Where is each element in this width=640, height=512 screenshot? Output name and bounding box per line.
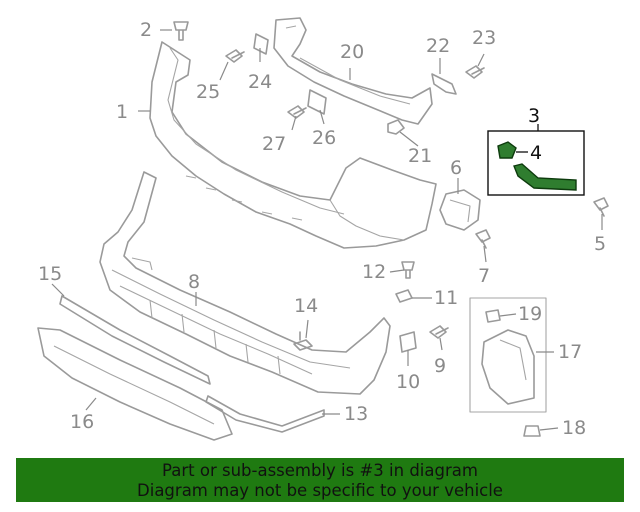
callout-6: 6	[450, 157, 462, 179]
part-14-pin[interactable]	[293, 331, 313, 351]
callout-25: 25	[196, 81, 220, 103]
part-25-bolt[interactable]	[225, 49, 245, 63]
part-5-bolt[interactable]	[593, 197, 609, 217]
callout-19: 19	[518, 303, 542, 325]
callout-16: 16	[70, 411, 94, 433]
callout-20: 20	[340, 41, 364, 63]
part-17-mud-guard-group[interactable]	[469, 297, 547, 413]
part-16-skid-plate[interactable]	[37, 327, 233, 441]
part-11-clip[interactable]	[395, 289, 413, 303]
part-6-bracket[interactable]	[439, 189, 481, 231]
banner-line-part: Part or sub-assembly is #3 in diagram	[162, 461, 478, 480]
part-7-bolt[interactable]	[475, 229, 491, 249]
callout-15: 15	[38, 263, 62, 285]
part-15-molding[interactable]	[59, 295, 211, 385]
parts-diagram: 2 1 25 24 20 22 23 27 26 21 3 4 6 5 7 12…	[37, 17, 609, 441]
callout-12: 12	[362, 261, 386, 283]
part-27-bolt[interactable]	[287, 105, 307, 119]
part-2-clip[interactable]	[173, 21, 189, 41]
part-21-nut[interactable]	[387, 119, 405, 135]
callout-14: 14	[294, 295, 318, 317]
part-8-lower-valance[interactable]	[99, 171, 391, 395]
callout-27: 27	[262, 133, 286, 155]
callout-5: 5	[594, 233, 606, 255]
callout-23: 23	[472, 27, 496, 49]
part-23-bolt[interactable]	[465, 65, 485, 79]
callout-4: 4	[530, 142, 542, 164]
part-3-highlighted-bracket	[513, 163, 577, 191]
part-10-bracket[interactable]	[399, 331, 417, 353]
callout-8: 8	[188, 271, 200, 293]
leader-lines	[51, 29, 603, 431]
part-20-reinforcement[interactable]	[273, 17, 433, 125]
part-9-bolt[interactable]	[429, 325, 449, 339]
callout-13: 13	[344, 403, 368, 425]
callout-10: 10	[396, 371, 420, 393]
part-13-lower-trim[interactable]	[205, 395, 325, 433]
callout-21: 21	[408, 145, 432, 167]
callout-2: 2	[140, 19, 152, 41]
callout-17: 17	[558, 341, 582, 363]
callout-18: 18	[562, 417, 586, 439]
callout-labels: 2 1 25 24 20 22 23 27 26 21 3 4 6 5 7 12…	[38, 19, 606, 439]
part-4-highlighted-clip	[497, 141, 517, 159]
callout-1: 1	[116, 101, 128, 123]
part-3-assembly-box[interactable]	[487, 124, 585, 196]
part-22-bracket[interactable]	[431, 73, 457, 95]
callout-11: 11	[434, 287, 458, 309]
part-18-clip[interactable]	[523, 425, 541, 437]
callout-7: 7	[478, 265, 490, 287]
callout-24: 24	[248, 71, 272, 93]
banner-line-disclaimer: Diagram may not be specific to your vehi…	[137, 481, 503, 500]
info-banner: Part or sub-assembly is #3 in diagram Di…	[16, 458, 624, 502]
callout-26: 26	[312, 127, 336, 149]
part-19-clip[interactable]	[485, 309, 501, 323]
part-1-bumper-cover[interactable]	[149, 41, 437, 249]
part-24-bracket[interactable]	[253, 33, 269, 55]
callout-22: 22	[426, 35, 450, 57]
callout-3: 3	[528, 105, 540, 127]
part-26-bracket[interactable]	[307, 89, 327, 115]
callout-9: 9	[434, 355, 446, 377]
part-12-clip[interactable]	[401, 261, 415, 279]
